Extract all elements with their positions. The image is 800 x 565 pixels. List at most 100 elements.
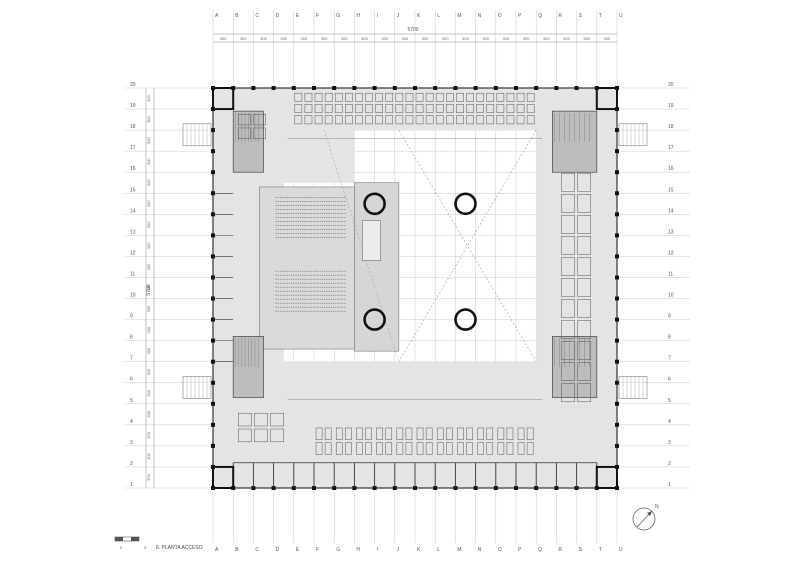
desk [345,115,353,125]
row-label: 3 [668,440,671,446]
desk [497,442,505,455]
row-label: 17 [668,145,674,151]
row-label: 13 [130,229,136,235]
desk [345,104,353,113]
desk [526,442,534,455]
row-label: 2 [130,461,133,467]
desk [365,104,373,113]
desk [446,115,454,125]
pier [615,275,619,280]
bay-dimension: 300 [146,221,151,228]
column-label: T [599,13,602,19]
bay-dimension: 300 [583,36,590,41]
column-label: Q [538,13,542,19]
desk [385,442,393,455]
exterior-stair [182,123,212,147]
exterior-stair [618,123,648,147]
bay-dimension: 300 [260,36,267,41]
desk [577,278,592,297]
pier [615,233,619,238]
desk [237,428,252,443]
bay-dimension: 300 [361,36,368,41]
desk [486,92,495,102]
overall-dimension-left: 5700 [146,284,152,295]
desk [405,427,413,440]
desk [365,442,372,455]
desk [577,215,592,234]
desk [375,104,383,113]
corner-tower [212,465,235,489]
row-label: 2 [668,461,671,467]
column-label: I [377,547,378,553]
row-label: 6 [668,377,671,383]
pier [433,86,438,90]
pier [332,86,337,90]
pier [312,86,316,90]
bay-dimension: 300 [402,36,409,41]
desk [466,427,473,440]
desk [477,442,484,455]
row-label: 12 [130,250,136,256]
row-label: 1 [130,482,133,488]
row-label: 11 [130,271,135,277]
pier [615,380,619,385]
bay-dimension: 300 [523,36,530,41]
pier [534,86,539,90]
desk [425,92,434,102]
desk [270,412,284,427]
central-atrium [323,129,537,362]
desk [561,341,575,360]
column-label: P [518,547,522,553]
desk [396,427,404,440]
desk [476,104,484,113]
desk [254,428,268,443]
pier [493,86,498,90]
bay-dimension: 300 [321,36,328,41]
pier [211,401,215,406]
bay-dimension: 300 [543,36,550,41]
desk [416,427,424,440]
bay-dimension: 300 [146,263,151,270]
desk [561,236,575,255]
stage-slab [354,182,400,352]
furniture-layer [237,92,592,455]
column-label: U [619,547,623,553]
desk [405,104,414,113]
desk [466,115,474,125]
pier [615,359,619,364]
pier [473,86,478,90]
pier [615,170,619,175]
column-label: H [356,13,360,19]
column-label: S [579,547,583,553]
desk [436,442,444,455]
row-label: 5 [130,398,133,404]
corner-tower [595,87,618,111]
bay-dimension: 300 [146,158,151,165]
desk [435,92,444,102]
column-label: L [437,547,440,553]
desk [425,115,434,125]
bay-dimension: 300 [146,368,151,375]
column-label: E [296,547,300,553]
bay-dimension: 300 [442,36,449,41]
column-label: Q [538,547,542,553]
stage-table [362,220,381,261]
desk [355,92,363,102]
row-label: 9 [668,314,671,320]
desk [457,442,464,455]
desk [466,442,473,455]
desk [415,92,424,102]
desk [345,427,352,440]
column-label: S [579,13,583,19]
row-label: 4 [668,419,671,425]
column-label: B [235,547,239,553]
column-label: O [498,13,502,19]
desk [405,442,413,455]
pier [554,86,559,90]
desk [415,115,424,125]
bay-dimension: 300 [146,200,151,207]
desk [385,427,393,440]
desk [396,442,404,455]
desk [315,427,323,440]
